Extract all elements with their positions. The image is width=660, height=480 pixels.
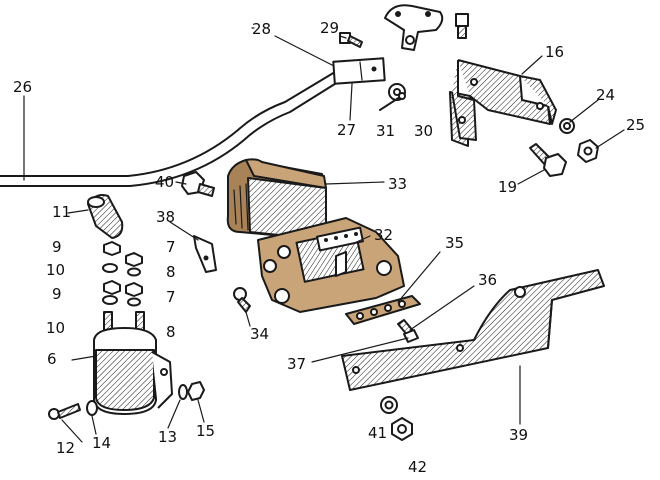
regulator-cover-33	[226, 158, 327, 241]
terminal-strip-35	[345, 295, 421, 325]
callout-12: 12	[56, 439, 76, 457]
callout-33: 33	[388, 175, 408, 193]
callout-29: 29	[320, 19, 340, 37]
bolt-40	[181, 171, 215, 197]
callout-13: 13	[158, 428, 178, 446]
callout-9a: 9	[52, 238, 62, 256]
callout-42: 42	[408, 458, 428, 476]
callout-34: 34	[250, 325, 270, 343]
mounting-plate-39	[341, 269, 605, 391]
callout-40: 40	[155, 173, 175, 191]
regulator-unit-32	[257, 217, 405, 313]
callout-16: 16	[545, 43, 565, 61]
callout-39: 39	[509, 426, 529, 444]
washer-24	[559, 118, 575, 134]
bolt-29	[339, 32, 363, 48]
bolt-19	[529, 143, 567, 177]
control-rod	[0, 57, 386, 187]
callout-15: 15	[196, 422, 216, 440]
leader-lines	[23, 27, 625, 443]
callout-36: 36	[478, 271, 498, 289]
callout-26: 26	[13, 78, 33, 96]
callout-8a: 8	[166, 263, 176, 281]
callout-25: 25	[626, 116, 646, 134]
solenoid-6	[93, 311, 173, 415]
screw-36	[397, 319, 419, 343]
callout-8b: 8	[166, 323, 176, 341]
callout-10b: 10	[46, 319, 66, 337]
callout-19: 19	[498, 178, 518, 196]
callout-11: 11	[52, 203, 72, 221]
small-nuts-washers	[102, 241, 143, 307]
boot-11	[87, 194, 124, 239]
callout-41: 41	[368, 424, 388, 442]
screw-34	[233, 287, 251, 313]
fixings-12-15	[48, 381, 205, 420]
callout-9b: 9	[52, 285, 62, 303]
clip-38	[193, 235, 217, 273]
callout-38: 38	[156, 208, 176, 226]
bracket-16	[449, 59, 557, 147]
pivot-bracket	[384, 4, 469, 51]
callout-31: 31	[376, 122, 396, 140]
callout-28: 28	[252, 20, 272, 38]
nut-42	[391, 417, 413, 441]
callout-24: 24	[596, 86, 616, 104]
callout-6: 6	[47, 350, 57, 368]
callout-32: 32	[374, 226, 394, 244]
callout-7b: 7	[166, 288, 176, 306]
callout-27: 27	[337, 121, 357, 139]
callout-14: 14	[92, 434, 112, 452]
callout-7a: 7	[166, 238, 176, 256]
split-pin-31	[379, 92, 406, 111]
callout-35: 35	[445, 234, 465, 252]
callout-10a: 10	[46, 261, 66, 279]
washer-41	[380, 396, 398, 414]
nut-25	[577, 139, 599, 163]
callout-30: 30	[414, 122, 434, 140]
callout-37: 37	[287, 355, 307, 373]
